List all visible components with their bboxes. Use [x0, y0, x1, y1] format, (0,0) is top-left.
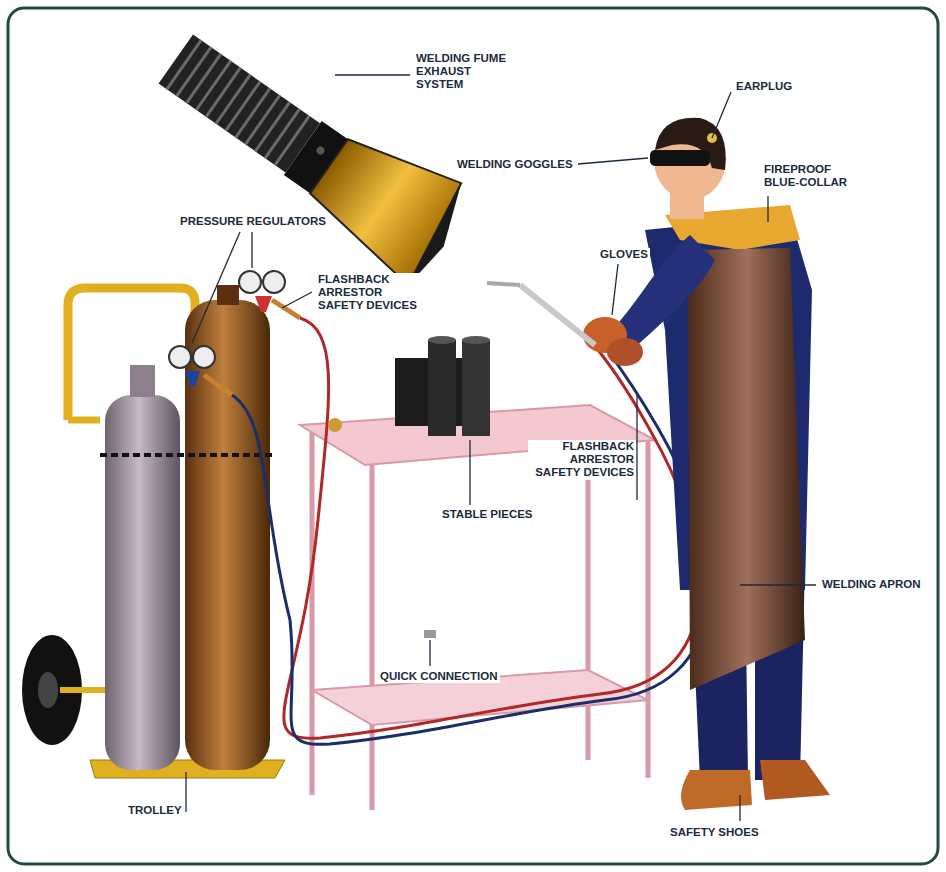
- callout-label: FLASHBACK ARRESTOR SAFETY DEVICES: [528, 440, 636, 480]
- callout-label: PRESSURE REGULATORS: [178, 215, 328, 228]
- callout-label: STABLE PIECES: [440, 508, 535, 521]
- callout-label: FIREPROOF BLUE-COLLAR: [762, 163, 862, 189]
- callout-label: WELDING APRON: [820, 578, 923, 591]
- callout-label: EARPLUG: [734, 80, 794, 93]
- callout-label: TROLLEY: [126, 804, 184, 817]
- callout-label: SAFETY SHOES: [668, 826, 761, 839]
- callout-label: GLOVES: [598, 248, 650, 261]
- callout-label: FLASHBACK ARRESTOR SAFETY DEVICES: [316, 273, 432, 313]
- callout-label: WELDING GOGGLES: [455, 158, 577, 171]
- callout-label: WELDING FUME EXHAUST SYSTEM: [414, 52, 522, 92]
- callout-label: QUICK CONNECTION: [378, 670, 500, 683]
